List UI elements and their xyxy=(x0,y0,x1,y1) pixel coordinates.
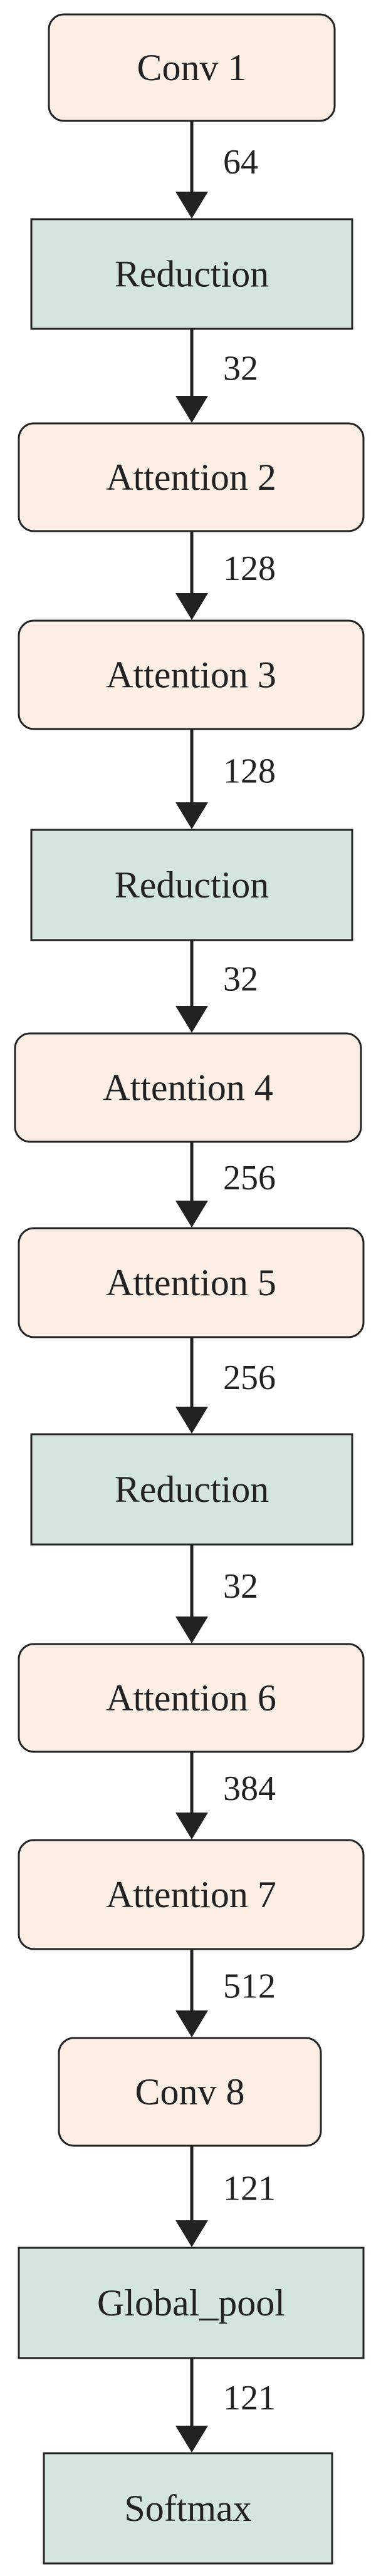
node-attention-7: Attention 7 xyxy=(18,1839,365,1950)
edge-label: 128 xyxy=(223,549,276,588)
node-box xyxy=(18,619,365,730)
node-box xyxy=(58,2037,322,2147)
arrowhead-icon xyxy=(175,593,208,620)
arrowhead-icon xyxy=(175,1006,208,1033)
node-conv-1: Conv 1 xyxy=(48,13,336,122)
node-label: Reduction xyxy=(115,1469,269,1510)
node-label: Reduction xyxy=(115,254,269,295)
node-attention-2: Attention 2 xyxy=(18,422,365,532)
arrowhead-icon xyxy=(175,1616,208,1643)
node-box xyxy=(18,1839,365,1950)
arrowhead-icon xyxy=(175,2010,208,2037)
node-label: Attention 5 xyxy=(106,1262,276,1303)
node-global-pool: Global_pool xyxy=(18,2247,365,2359)
node-reduction: Reduction xyxy=(30,829,353,941)
arrowhead-icon xyxy=(175,192,208,219)
node-box xyxy=(14,1032,362,1143)
edge-label: 64 xyxy=(223,143,258,182)
arrowhead-icon xyxy=(175,1407,208,1434)
node-box xyxy=(43,2452,333,2565)
edge-label: 128 xyxy=(223,752,276,791)
arrowhead-icon xyxy=(175,2426,208,2453)
edge-arrow: 256 xyxy=(175,1337,276,1434)
node-box xyxy=(30,1433,353,1546)
node-label: Softmax xyxy=(124,2488,251,2529)
edge-arrow: 32 xyxy=(175,940,258,1033)
edge-arrow: 121 xyxy=(175,2358,276,2453)
edge-arrow: 256 xyxy=(175,1142,276,1228)
node-box xyxy=(18,1643,365,1753)
edge-arrow: 32 xyxy=(175,329,258,423)
node-conv-8: Conv 8 xyxy=(58,2037,322,2147)
node-label: Attention 7 xyxy=(106,1874,276,1915)
node-box xyxy=(30,829,353,941)
edge-label: 512 xyxy=(223,1967,276,2006)
node-box xyxy=(30,218,353,330)
edge-arrow: 32 xyxy=(175,1544,258,1643)
node-label: Attention 3 xyxy=(106,654,276,696)
arrowhead-icon xyxy=(175,396,208,423)
edges: 64 32 128 128 32 256 256 32 384 512 121 121 xyxy=(175,121,276,2453)
arrowhead-icon xyxy=(175,1813,208,1839)
node-reduction: Reduction xyxy=(30,218,353,330)
edge-label: 121 xyxy=(223,2379,276,2418)
arrowhead-icon xyxy=(175,802,208,829)
edge-label: 256 xyxy=(223,1159,276,1197)
node-label: Reduction xyxy=(115,864,269,906)
node-label: Attention 6 xyxy=(106,1677,276,1719)
edge-label: 32 xyxy=(223,960,258,999)
node-attention-6: Attention 6 xyxy=(18,1643,365,1753)
node-attention-4: Attention 4 xyxy=(14,1032,362,1143)
node-box xyxy=(18,2247,365,2359)
edge-arrow: 128 xyxy=(175,531,276,620)
edge-arrow: 64 xyxy=(175,121,258,219)
edge-label: 256 xyxy=(223,1358,276,1397)
node-box xyxy=(18,1227,365,1338)
edge-label: 32 xyxy=(223,1567,258,1606)
node-label: Conv 8 xyxy=(135,2071,244,2113)
node-label: Global_pool xyxy=(97,2282,285,2324)
node-softmax: Softmax xyxy=(43,2452,333,2565)
edge-arrow: 384 xyxy=(175,1752,276,1839)
node-box xyxy=(48,13,336,122)
edge-label: 121 xyxy=(223,2169,276,2208)
arrowhead-icon xyxy=(175,1201,208,1228)
edge-arrow: 512 xyxy=(175,1949,276,2037)
node-label: Attention 2 xyxy=(106,457,276,498)
edge-label: 32 xyxy=(223,349,258,388)
node-box xyxy=(18,422,365,532)
edge-arrow: 128 xyxy=(175,729,276,829)
node-attention-5: Attention 5 xyxy=(18,1227,365,1338)
node-label: Attention 4 xyxy=(103,1067,273,1109)
edge-label: 384 xyxy=(223,1769,276,1808)
node-label: Conv 1 xyxy=(137,47,246,88)
node-reduction: Reduction xyxy=(30,1433,353,1546)
edge-arrow: 121 xyxy=(175,2146,276,2247)
node-attention-3: Attention 3 xyxy=(18,619,365,730)
arrowhead-icon xyxy=(175,2220,208,2247)
